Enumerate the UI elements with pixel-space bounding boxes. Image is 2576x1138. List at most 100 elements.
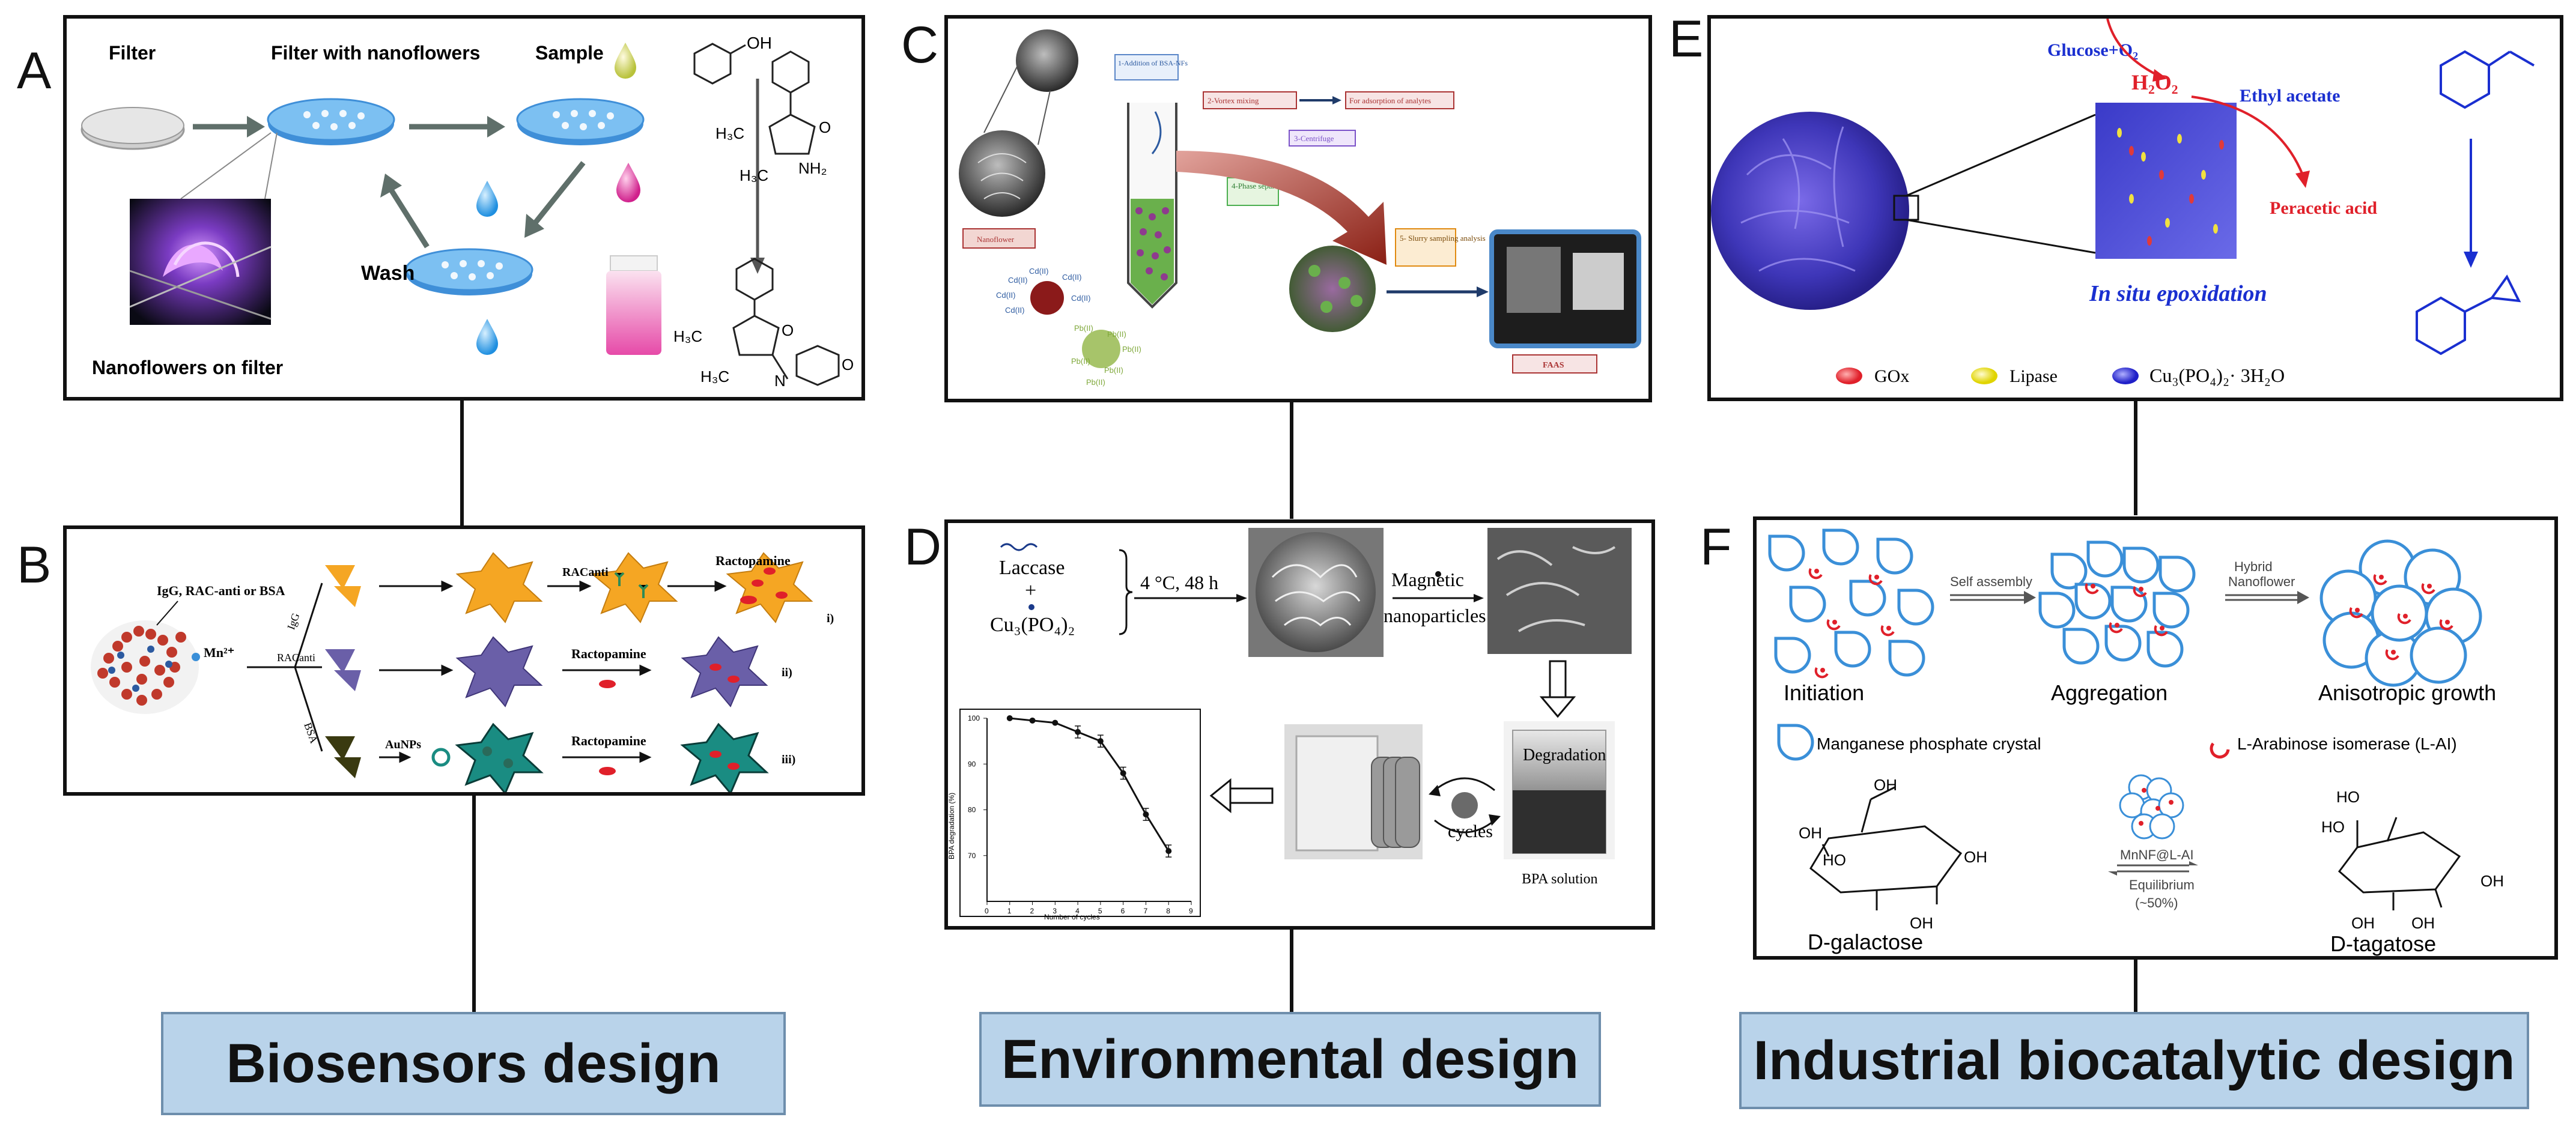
label-h3c-2: H₃C — [740, 166, 768, 184]
caption-environmental: Environmental design — [979, 1012, 1601, 1107]
label-wash: Wash — [361, 262, 415, 285]
chart-xtick-label: 2 — [1030, 907, 1034, 915]
label-degradation: Degradation — [1523, 746, 1606, 764]
panel-b-immunosensor: IgG, RAC-anti or BSA Mn²⁺ IgG RACanti BS… — [63, 525, 865, 796]
phenol-structure — [693, 43, 746, 85]
label-ractopamine-3: Ractopamine — [571, 733, 646, 748]
chart-xtick-label: 1 — [1007, 907, 1012, 915]
filter-with-sample — [516, 98, 645, 145]
legend-gox: GOx — [1874, 366, 1909, 386]
tag-oh-3: OH — [2480, 872, 2504, 890]
label-row-ii: ii) — [782, 666, 792, 679]
label-filter: Filter — [109, 42, 156, 64]
legend-crystal-icon — [1779, 725, 1812, 759]
label-pb-4: Pb(II) — [1071, 357, 1090, 366]
initiation-cluster — [1770, 530, 1933, 679]
slurry-sample — [1289, 246, 1376, 332]
panel-c-extraction: Nanoflower 1-Addition of BSA-NFs Cd(II) … — [944, 15, 1652, 402]
wash-drop-top — [476, 181, 498, 217]
gal-oh-3: OH — [1964, 848, 1987, 866]
flower-teal-final — [680, 722, 769, 795]
flower-purple-final — [681, 636, 768, 707]
label-bsa: BSA — [302, 721, 320, 745]
tag-oh-2: OH — [2411, 914, 2435, 932]
mnnf-catalyst — [2119, 774, 2184, 840]
label-ethyl-acetate: Ethyl acetate — [2240, 86, 2340, 106]
label-laccase: Laccase — [999, 557, 1065, 579]
panel-letter-d: D — [904, 518, 942, 576]
caption-biosensors: Biosensors design — [161, 1012, 786, 1115]
chart-ylabel: BPA degradation (%) — [948, 793, 956, 859]
panel-d-bpa-degradation: Laccase + Cu₃(PO₄)₂ 4 °C, 48 h Magnetic … — [944, 519, 1655, 930]
chart-xtick-label: 3 — [1053, 907, 1057, 915]
label-o-1: O — [819, 118, 831, 136]
tag-ho-2: HO — [2321, 818, 2345, 836]
panel-e-diagram: Glucose+O₂ H₂O₂ Ethyl acetate Peracetic … — [1711, 18, 2535, 386]
label-cd-3: Cd(II) — [1062, 273, 1082, 282]
chart-xtick-label: 9 — [1189, 907, 1193, 915]
flower-teal — [455, 722, 544, 795]
chart-ytick-label: 90 — [968, 760, 976, 768]
chart-xtick-label: 4 — [1075, 907, 1080, 915]
connector-a-b — [460, 399, 464, 525]
panel-letter-e: E — [1669, 10, 1704, 68]
panel-a-diagram: Filter Filter with nanoflowers Sample — [80, 34, 854, 390]
legend-cu-marker — [2112, 368, 2139, 384]
label-in-situ-epoxidation: In situ epoxidation — [2089, 281, 2267, 306]
chart-ytick-label: 70 — [968, 852, 976, 860]
legend-lipase-marker — [1971, 368, 1997, 384]
label-nanoflower: Nanoflower — [977, 235, 1015, 244]
label-initiation: Initiation — [1784, 680, 1864, 705]
chart-point — [1006, 715, 1013, 721]
chart-xtick-label: 0 — [985, 907, 989, 915]
sample-drop — [615, 43, 636, 79]
arrow-self-assembly — [1950, 591, 2036, 604]
label-ractopamine-1: Ractopamine — [715, 553, 791, 568]
legend-manganese-crystal: Manganese phosphate crystal — [1817, 734, 2041, 753]
chart-errorbar — [1143, 808, 1149, 821]
chart-series-line — [1009, 717, 1170, 852]
label-row-i: i) — [827, 612, 834, 625]
test-tube — [1127, 103, 1177, 309]
label-aggregation: Aggregation — [2051, 680, 2167, 705]
label-anisotropic-growth: Anisotropic growth — [2318, 680, 2496, 705]
arrow-hybrid — [2225, 591, 2309, 604]
gal-oh-4: OH — [1910, 914, 1933, 932]
petals-olive — [325, 736, 361, 778]
chart-xtick-label: 5 — [1098, 907, 1102, 915]
ractopamine-molecules — [599, 596, 757, 775]
chart-errorbar — [1120, 766, 1126, 780]
tag-oh-1: OH — [2351, 914, 2375, 932]
label-pb-5: Pb(II) — [1104, 366, 1123, 375]
nanoflower-magnified-sem — [1487, 528, 1632, 654]
legend-cu: Cu₃(PO₄)₂· 3H₂O — [2149, 365, 2285, 386]
panel-letter-f: F — [1700, 518, 1732, 576]
gal-oh-2: OH — [1799, 824, 1822, 842]
gal-ho: HO — [1823, 851, 1846, 869]
pink-drop — [616, 163, 640, 202]
label-pb-6: Pb(II) — [1086, 378, 1105, 387]
label-step5: 5- Slurry sampling analysis — [1400, 234, 1486, 243]
label-faas: FAAS — [1543, 361, 1564, 370]
styrene-structure — [2440, 50, 2535, 109]
down-arrow — [1539, 660, 1576, 718]
d-tagatose-structure — [2338, 817, 2461, 910]
legend-lipase: Lipase — [2009, 366, 2058, 386]
label-step3: 3-Centrifuge — [1294, 134, 1334, 143]
plain-filter — [80, 107, 185, 150]
label-step1: 1-Addition of BSA-NFs — [1118, 59, 1188, 67]
mn-ion — [192, 653, 200, 661]
nanoflower-photo — [129, 199, 272, 325]
chart-ytick-label: 80 — [968, 806, 976, 814]
label-equilibrium: Equilibrium — [2129, 877, 2195, 892]
panel-letter-a: A — [17, 42, 52, 100]
label-pb-3: Pb(II) — [1122, 345, 1141, 354]
label-o-2: O — [782, 321, 794, 339]
label-sample: Sample — [535, 42, 604, 64]
legend-gox-marker — [1836, 368, 1862, 384]
flower-orange-final — [726, 552, 813, 623]
filter-with-nanoflowers — [267, 98, 395, 145]
aminoantipyrine-structure — [768, 50, 816, 155]
label-conditions: 4 °C, 48 h — [1140, 572, 1218, 593]
